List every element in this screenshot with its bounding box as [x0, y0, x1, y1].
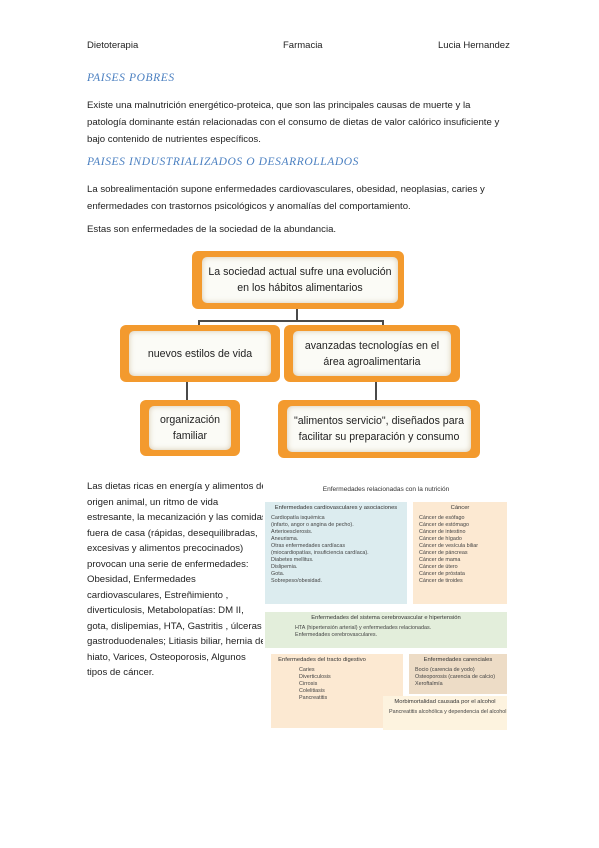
- connector-line: [198, 320, 200, 326]
- figure-list-item: Cáncer de esófago: [419, 514, 465, 521]
- figure-list-item: Caries: [299, 666, 315, 673]
- diagram-top-box: La sociedad actual sufre una evolución e…: [192, 251, 404, 309]
- figure-list-item: Gota.: [271, 570, 285, 577]
- figure-list-item: Cáncer de mama: [419, 556, 461, 563]
- habits-diagram: La sociedad actual sufre una evolución e…: [120, 248, 480, 460]
- panel-digestive: Enfermedades del tracto digestivo Caries…: [271, 654, 403, 728]
- connector-line: [382, 320, 384, 326]
- figure-list-item: Pancreatitis: [299, 694, 328, 701]
- figure-list-item: Cáncer de vesícula biliar: [419, 542, 479, 549]
- figure-list-item: Osteoporosis (carencia de calcio): [415, 673, 495, 680]
- header-right: Lucia Hernandez: [438, 40, 510, 51]
- diagram-bottom-right-label: "alimentos servicio", diseñados para fac…: [287, 406, 471, 452]
- header-left: Dietoterapia: [87, 40, 139, 51]
- figure-list-item: Cirrosis: [299, 680, 318, 687]
- connector-line: [375, 380, 377, 400]
- panel-list: Bocio (carencia de yodo)Osteoporosis (ca…: [415, 667, 501, 688]
- panel-list: Cardiopatía isquémica(infarto, angor o a…: [271, 515, 401, 585]
- diagram-bottom-right-box: "alimentos servicio", diseñados para fac…: [278, 400, 480, 458]
- figure-list-item: Enfermedades cerebrovasculares.: [295, 631, 378, 638]
- panel-title: Morbimortalidad causada por el alcohol: [394, 699, 496, 705]
- panel-title: Enfermedades cardiovasculares y asociaci…: [274, 505, 398, 511]
- paragraph-abundance: Estas son enfermedades de la sociedad de…: [87, 224, 337, 235]
- diagram-top-label: La sociedad actual sufre una evolución e…: [202, 257, 398, 303]
- figure-list-item: Cáncer de páncreas: [419, 549, 468, 556]
- paragraph-diseases: Las dietas ricas en energía y alimentos …: [87, 481, 267, 678]
- panel-title: Cáncer: [450, 505, 470, 511]
- panel-cerebrovascular: Enfermedades del sistema cerebrovascular…: [265, 612, 507, 648]
- panel-list: HTA (hipertensión arterial) y enfermedad…: [273, 625, 499, 639]
- paragraph-poor: Existe una malnutrición energético-prote…: [87, 100, 500, 145]
- figure-list-item: Diverticulosis: [299, 673, 331, 680]
- panel-title: Enfermedades del sistema cerebrovascular…: [311, 615, 461, 621]
- connector-line: [296, 308, 298, 320]
- figure-list-item: Arterioesclerosis.: [271, 528, 313, 535]
- figure-list-item: Cáncer de útero: [419, 563, 458, 570]
- section-title-poor: PAISES POBRES: [87, 72, 175, 84]
- figure-list-item: Cáncer de hígado: [419, 535, 462, 542]
- figure-title: Enfermedades relacionadas con la nutrici…: [322, 486, 450, 493]
- header-center: Farmacia: [283, 40, 323, 51]
- panel-cardiovascular: Enfermedades cardiovasculares y asociaci…: [265, 502, 407, 604]
- figure-list-item: Otras enfermedades cardíacas: [271, 542, 346, 549]
- paragraph-developed: La sobrealimentación supone enfermedades…: [87, 184, 485, 212]
- figure-list-item: Xeroftalmía: [415, 680, 443, 687]
- figure-list-item: HTA (hipertensión arterial) y enfermedad…: [295, 624, 432, 631]
- figure-list-item: Cáncer de estómago: [419, 521, 470, 528]
- figure-list-item: (miocardiopatías, insuficiencia cardíaca…: [271, 549, 369, 556]
- diagram-bottom-left-box: organización familiar: [140, 400, 240, 456]
- connector-line: [198, 320, 383, 322]
- panel-title: Enfermedades del tracto digestivo: [278, 657, 366, 663]
- diagram-mid-right-box: avanzadas tecnologías en el área agroali…: [284, 325, 460, 382]
- figure-list-item: Sobrepeso/obesidad.: [271, 577, 322, 584]
- figure-list-item: Bocio (carencia de yodo): [415, 666, 475, 673]
- figure-list-item: (infarto, angor o angina de pecho).: [271, 521, 354, 528]
- panel-deficiency: Enfermedades carenciales Bocio (carencia…: [409, 654, 507, 694]
- figure-list-item: Cáncer de intestino: [419, 528, 466, 535]
- panel-alcohol: Morbimortalidad causada por el alcohol P…: [383, 696, 507, 730]
- figure-list-item: Dislipemia.: [271, 563, 298, 570]
- figure-list-item: Aneurisma.: [271, 535, 299, 542]
- figure-list-item: Cardiopatía isquémica: [271, 514, 325, 521]
- section-title-developed: PAISES INDUSTRIALIZADOS O DESARROLLADOS: [87, 156, 360, 168]
- nutrition-diseases-figure: Enfermedades relacionadas con la nutrici…: [263, 484, 509, 734]
- figure-list-item: Cáncer de próstata: [419, 570, 465, 577]
- figure-list-item: Diabetes mellitus.: [271, 556, 314, 563]
- diagram-mid-left-label: nuevos estilos de vida: [129, 331, 271, 376]
- connector-line: [186, 380, 188, 400]
- diagram-mid-right-label: avanzadas tecnologías en el área agroali…: [293, 331, 451, 376]
- figure-list-item: Pancreatitis alcohólica y dependencia de…: [389, 708, 507, 715]
- figure-list-item: Colelitiasis: [299, 687, 325, 694]
- diagram-mid-left-box: nuevos estilos de vida: [120, 325, 280, 382]
- panel-list: Pancreatitis alcohólica y dependencia de…: [389, 708, 507, 716]
- figure-list-item: Cáncer de tiroides: [419, 577, 463, 584]
- panel-title: Enfermedades carenciales: [423, 657, 493, 663]
- diagram-bottom-left-label: organización familiar: [149, 406, 231, 450]
